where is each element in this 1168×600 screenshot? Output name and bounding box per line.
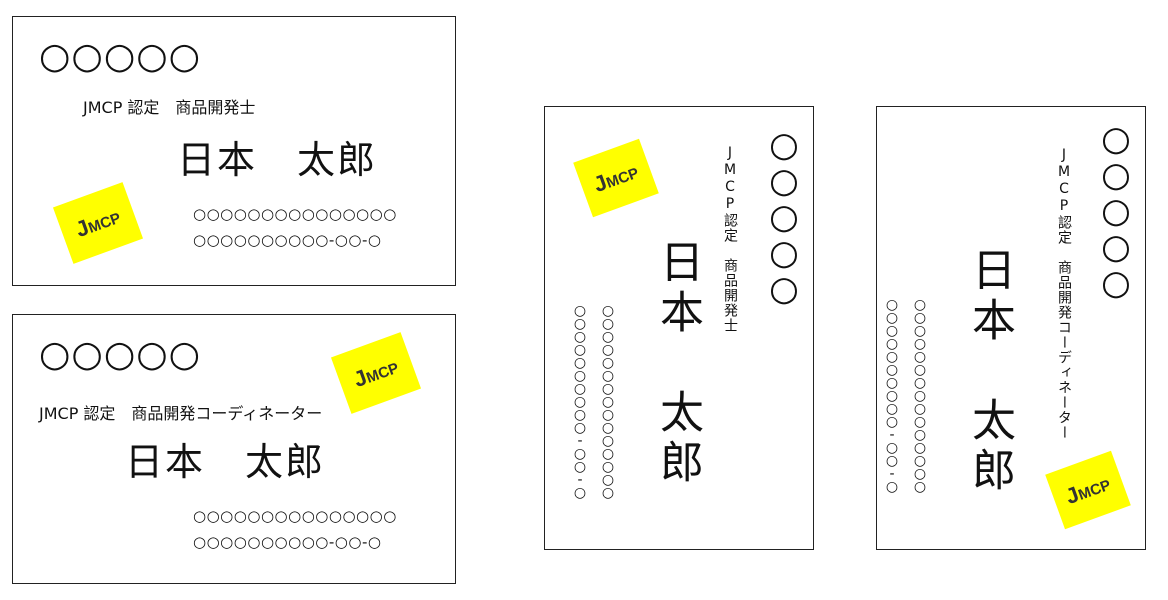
person-name: 日本 太郎 <box>652 239 703 489</box>
company-name: ○○○○○ <box>39 334 202 375</box>
contact-line-1: ○○○○○○○○○○○○○○○ <box>600 303 616 498</box>
jmcp-logo: JMCP <box>52 182 144 264</box>
certification-title: JMCP 認定 商品開発士 <box>83 98 256 117</box>
contact-line-2: ○○○○○○○○○○-○○-○ <box>193 533 382 551</box>
contact-line-1: ○○○○○○○○○○○○○○○ <box>193 507 397 525</box>
business-card-vertical-developer: ○○○○○ JMCP認定 商品開発士 JMCP 日本 太郎 ○○○○○○○○○○… <box>544 106 814 550</box>
contact-line-1: ○○○○○○○○○○○○○○○ <box>193 205 397 223</box>
jmcp-logo: JMCP <box>573 138 659 218</box>
business-card-horizontal-coordinator: ○○○○○ JMCP JMCP 認定 商品開発コーディネーター 日本 太郎 ○○… <box>12 314 456 584</box>
contact-line-2: ○○○○○○○○○○-○○-○ <box>572 303 588 498</box>
jmcp-logo: JMCP <box>330 332 422 414</box>
person-name: 日本 太郎 <box>964 247 1015 497</box>
contact-line-1: ○○○○○○○○○○○○○○○ <box>912 297 928 492</box>
company-name: ○○○○○ <box>764 125 804 305</box>
certification-title: JMCP認定 商品開発コーディネーター <box>1056 147 1072 440</box>
company-name: ○○○○○ <box>39 36 202 77</box>
person-name: 日本 太郎 <box>125 440 326 484</box>
business-card-vertical-coordinator: ○○○○○ JMCP認定 商品開発コーディネーター 日本 太郎 ○○○○○○○○… <box>876 106 1146 550</box>
certification-title: JMCP認定 商品開発士 <box>722 145 738 333</box>
person-name: 日本 太郎 <box>177 138 378 182</box>
company-name: ○○○○○ <box>1096 119 1136 299</box>
jmcp-logo: JMCP <box>1045 450 1131 530</box>
contact-line-2: ○○○○○○○○○○-○○-○ <box>193 231 382 249</box>
certification-title: JMCP 認定 商品開発コーディネーター <box>39 404 323 423</box>
contact-line-2: ○○○○○○○○○○-○○-○ <box>884 297 900 492</box>
business-card-horizontal-developer: ○○○○○ JMCP 認定 商品開発士 日本 太郎 JMCP ○○○○○○○○○… <box>12 16 456 286</box>
